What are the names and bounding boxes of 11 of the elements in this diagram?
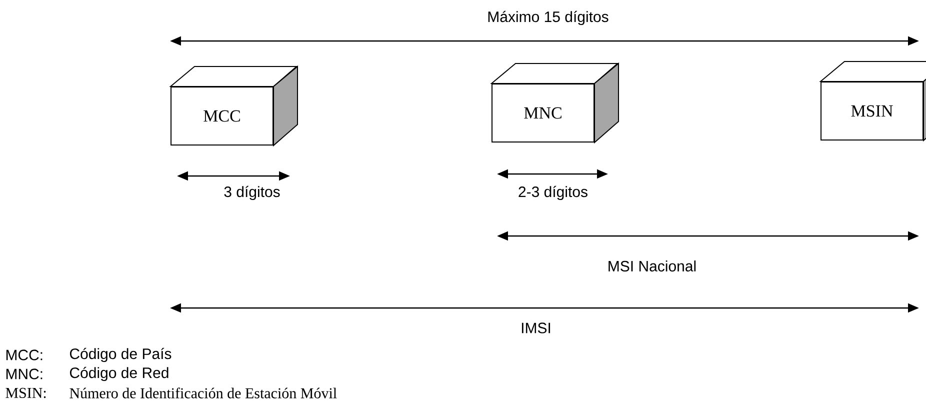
text-label: Número de Identificación de Estación Móvil [70, 388, 337, 398]
text-label: Código de Red [70, 366, 168, 382]
text-label: Máximo 15 dígitos [488, 10, 608, 26]
text-label: MSIN: [6, 388, 46, 398]
text-label: MNC: [6, 368, 42, 380]
text-label: MSI Nacional [608, 260, 696, 272]
text-label: IMSI [522, 322, 550, 334]
text-label: 3 dígitos [224, 186, 280, 200]
text-label: 2-3 dígitos [518, 186, 588, 200]
text-label: Código de País [70, 348, 172, 362]
text-label: MCC: [6, 350, 42, 360]
